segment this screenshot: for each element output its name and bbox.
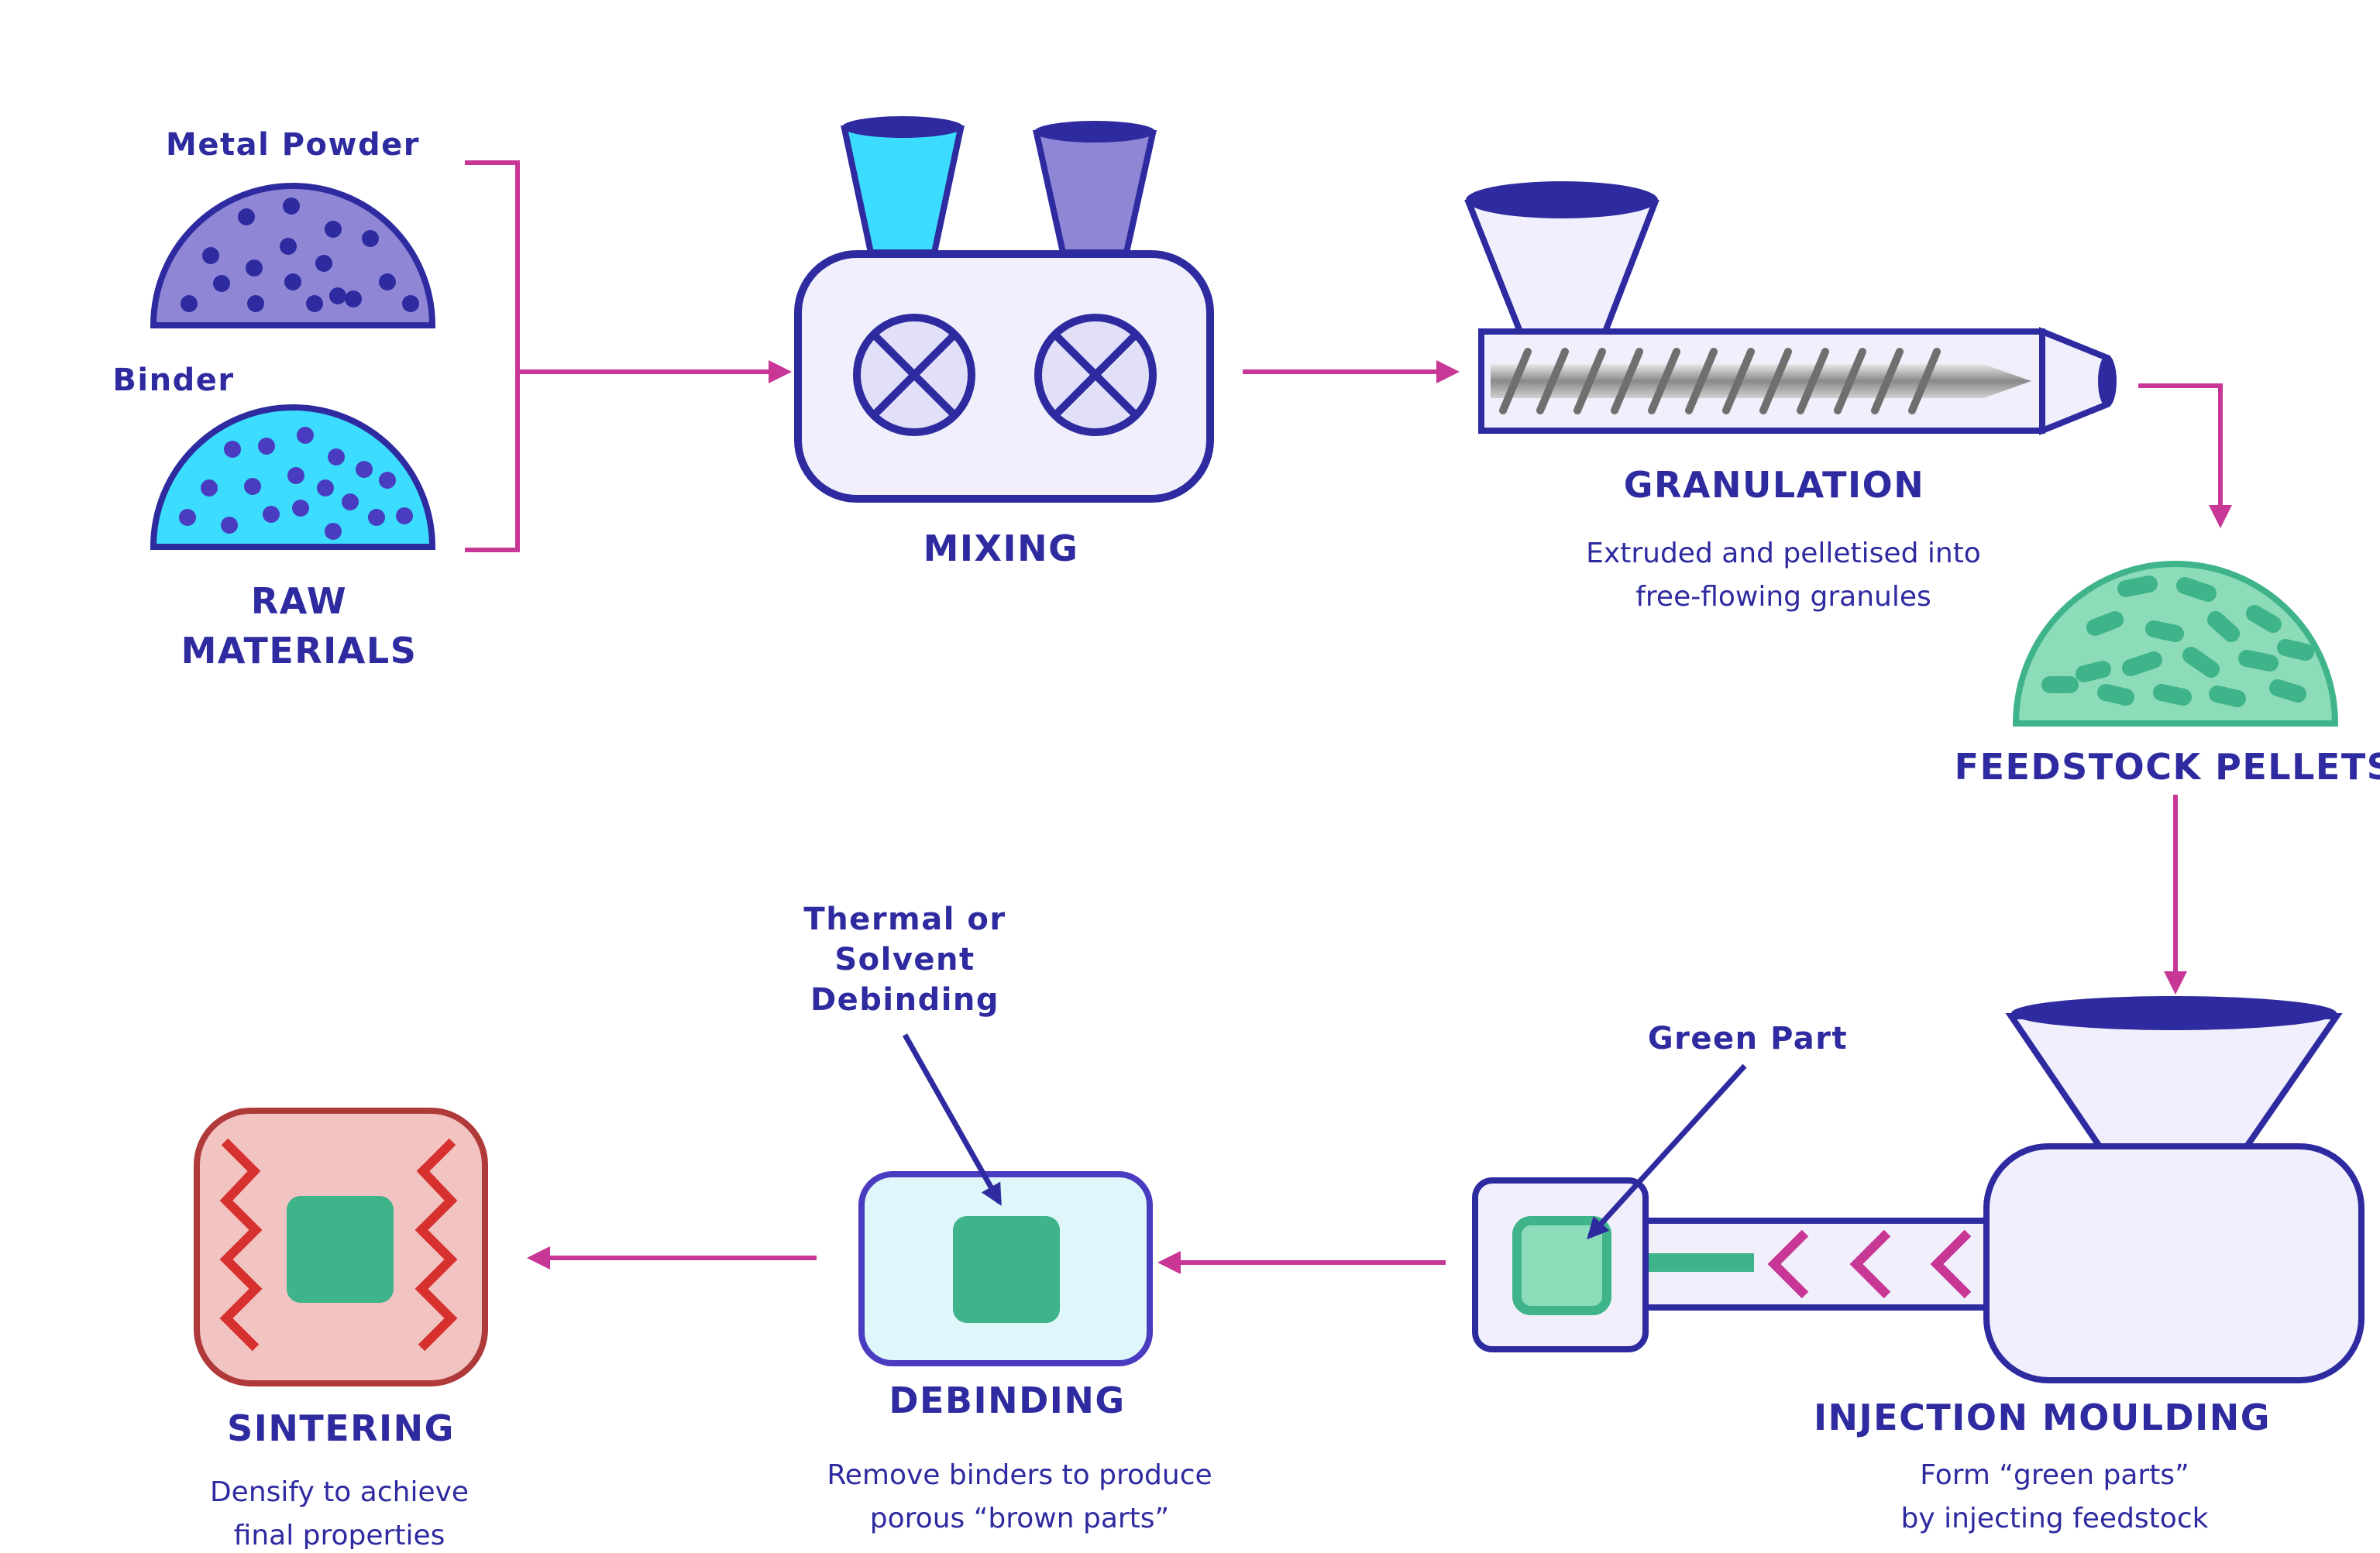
green-part-pointer [1587, 1063, 1747, 1240]
sintering-station: SINTERING Densify to achieve final prope… [194, 1108, 488, 1551]
injection-hopper-top [2011, 996, 2337, 1030]
injection-direction-chevrons [1767, 1229, 1972, 1299]
heat-zigzag-right-icon [414, 1138, 458, 1352]
extrusion-screw-icon [1491, 348, 2031, 414]
green-part-label: Green Part [1648, 1021, 1848, 1057]
debinding-method-line3: Debinding [810, 982, 999, 1018]
debinding-desc-line1: Remove binders to produce [827, 1459, 1212, 1491]
granulation-station: GRANULATION Extruded and pelletised into… [1464, 181, 2232, 613]
heat-zigzag-left-icon [219, 1138, 263, 1352]
debinding-desc-line2: porous “brown parts” [870, 1503, 1169, 1534]
feedstock-mound [2012, 561, 2339, 727]
mixing-title: MIXING [923, 527, 1079, 569]
mixer-rotor-right-icon [1034, 314, 1157, 436]
injection-title: INJECTION MOULDING [1814, 1397, 2271, 1438]
injection-desc-line1: Form “green parts” [1920, 1459, 2189, 1491]
mixing-station: MIXING [794, 116, 1460, 569]
brown-part [953, 1216, 1060, 1323]
debinding-station: Thermal or Solvent Debinding DEBINDING R… [527, 902, 1212, 1534]
mixer-hopper-right-top [1034, 121, 1155, 143]
raw-materials-bracket [465, 160, 782, 552]
mixer-hopper-left [841, 125, 965, 256]
sintering-desc-line1: Densify to achieve [210, 1476, 469, 1508]
granulation-title: GRANULATION [1624, 464, 1925, 506]
mixer-hopper-left-top [842, 116, 963, 138]
green-part [1512, 1216, 1611, 1315]
binder-label: Binder [112, 362, 234, 398]
extruder-nozzle-tip [2098, 355, 2117, 407]
injection-unit-body [1983, 1143, 2365, 1383]
debinding-method-line2: Solvent [834, 942, 975, 977]
feedstock-title: FEEDSTOCK PELLETS [1955, 746, 2380, 788]
mixer-hopper-right [1033, 130, 1157, 256]
feedstock-pellets: FEEDSTOCK PELLETS [1955, 561, 2380, 995]
injection-desc-line2: by injecting feedstock [1901, 1503, 2209, 1534]
metal-powder-label: Metal Powder [166, 127, 420, 163]
extruder-hopper-top [1466, 181, 1658, 218]
feedstock-pellet-shapes [2041, 576, 2314, 707]
granulation-desc-line1: Extruded and pelletised into [1586, 538, 1981, 569]
sintering-title: SINTERING [227, 1407, 455, 1449]
binder-particles [179, 427, 413, 540]
raw-materials-title-line1: RAW [251, 580, 347, 622]
injection-hopper [2005, 1013, 2343, 1149]
extruder-nozzle [2039, 327, 2110, 435]
raw-materials-title-line2: MATERIALS [181, 630, 418, 672]
raw-materials: Metal Powder Binder RAW MATERIALS [112, 127, 792, 672]
debinding-pointer [902, 1033, 1003, 1206]
sintered-part [287, 1196, 394, 1303]
granulation-desc-line2: free-flowing granules [1635, 581, 1931, 613]
injection-moulding-station: Green Part INJECTION MOULDING Form “gree… [1157, 996, 2365, 1534]
arrow-to-feedstock [2138, 383, 2232, 528]
metal-powder-particles [181, 198, 419, 312]
debinding-method-line1: Thermal or [803, 902, 1006, 937]
sintering-desc-line2: final properties [234, 1520, 445, 1549]
mixer-rotor-left-icon [853, 314, 975, 436]
debinding-title: DEBINDING [889, 1379, 1125, 1421]
extruder-hopper [1464, 200, 1659, 335]
